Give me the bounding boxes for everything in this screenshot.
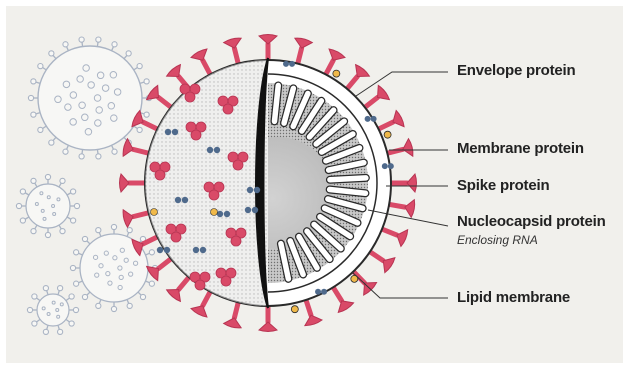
membrane-protein	[289, 61, 295, 67]
virus-body	[120, 35, 417, 332]
membrane-protein	[207, 147, 213, 153]
membrane-protein	[224, 211, 230, 217]
membrane-protein	[247, 187, 253, 193]
membrane-protein	[175, 197, 181, 203]
spike-protein	[367, 250, 395, 273]
envelope-protein	[384, 131, 391, 138]
membrane-protein	[365, 116, 371, 122]
spike-protein	[375, 110, 404, 130]
spike-protein	[331, 284, 353, 313]
background-virus-small-top	[26, 184, 70, 228]
membrane-protein	[321, 289, 327, 295]
label-envelope-protein: Envelope protein	[457, 62, 576, 79]
membrane-protein	[200, 247, 206, 253]
membrane-protein	[165, 129, 171, 135]
membrane-protein	[157, 247, 163, 253]
spike-protein	[344, 65, 369, 92]
membrane-protein	[254, 187, 260, 193]
spike-protein	[378, 228, 407, 247]
membrane-protein	[172, 129, 178, 135]
envelope-protein	[151, 209, 158, 216]
spike-protein	[191, 288, 212, 317]
label-enclosing-rna: Enclosing RNA	[457, 233, 538, 247]
membrane-protein	[388, 163, 394, 169]
envelope-protein	[211, 209, 218, 216]
membrane-protein	[182, 197, 188, 203]
spike-protein	[147, 256, 175, 280]
membrane-protein	[245, 207, 251, 213]
envelope-protein	[333, 70, 340, 77]
membrane-protein	[382, 163, 388, 169]
membrane-protein	[371, 116, 377, 122]
label-spike-protein: Spike protein	[457, 177, 549, 194]
label-membrane-protein: Membrane protein	[457, 140, 584, 157]
envelope-protein	[291, 306, 298, 313]
membrane-protein	[193, 247, 199, 253]
membrane-protein	[214, 147, 220, 153]
spike-protein	[147, 85, 175, 109]
membrane-protein	[315, 289, 321, 295]
label-lipid-membrane: Lipid membrane	[457, 289, 570, 306]
spike-protein	[167, 274, 192, 301]
membrane-protein	[283, 61, 289, 67]
background-virus-small-bottom	[37, 294, 69, 326]
spike-protein	[191, 49, 212, 78]
membrane-protein	[252, 207, 258, 213]
membrane-protein	[164, 247, 170, 253]
label-nucleocapsid-protein: Nucleocapsid protein	[457, 213, 606, 230]
